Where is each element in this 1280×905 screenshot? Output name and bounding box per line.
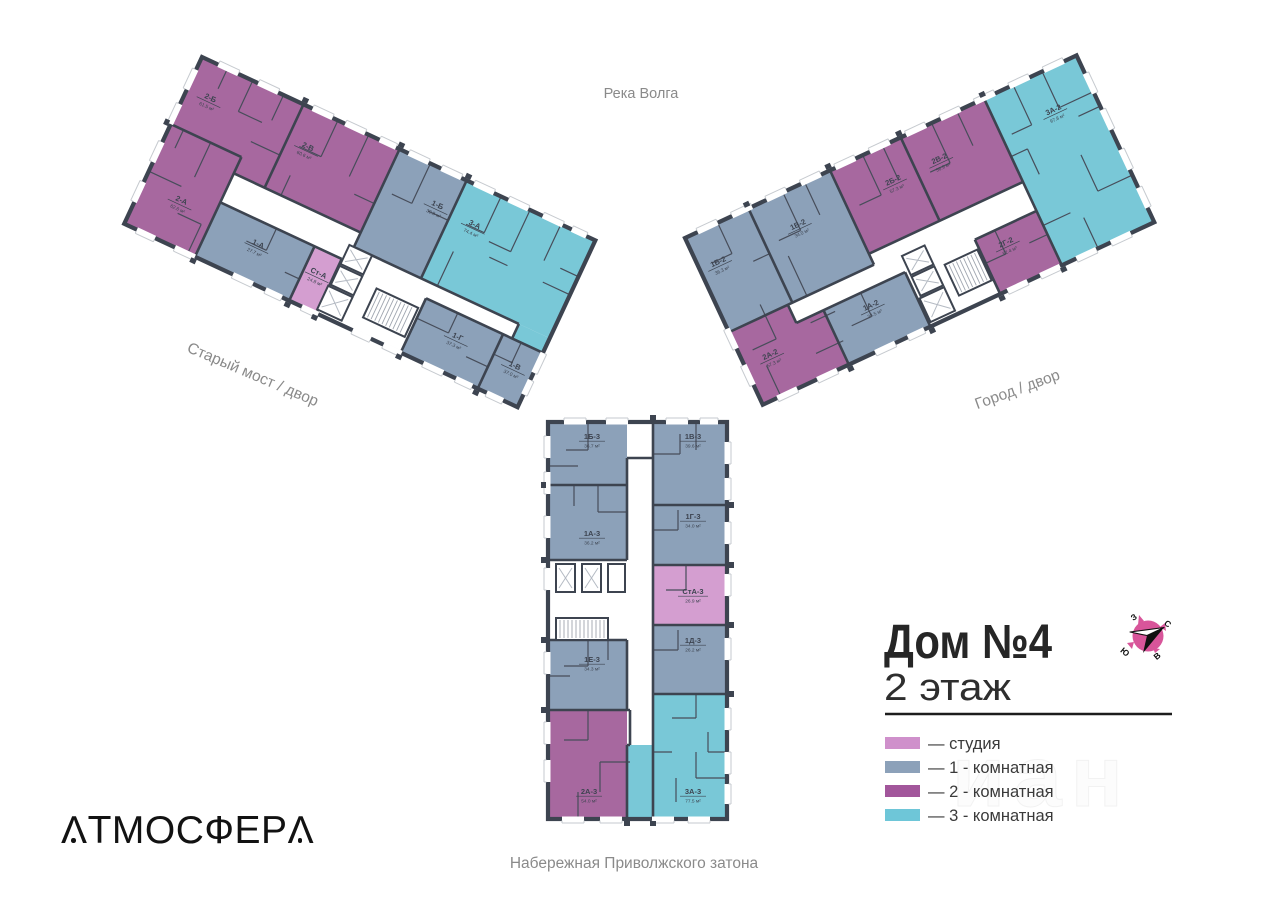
svg-text:— 2 - комнатная: — 2 - комнатная <box>928 783 1054 801</box>
svg-text:26.9 м²: 26.9 м² <box>685 599 701 605</box>
svg-text:1В-3: 1В-3 <box>685 432 701 441</box>
svg-text:26.2 м²: 26.2 м² <box>685 648 701 654</box>
svg-text:З: З <box>1129 612 1139 623</box>
svg-text:Ю: Ю <box>1118 645 1131 658</box>
svg-text:2 этаж: 2 этаж <box>884 667 1012 709</box>
svg-text:Набережная Приволжского затона: Набережная Приволжского затона <box>510 855 759 872</box>
svg-text:— студия: — студия <box>928 735 1001 753</box>
svg-text:1Д-3: 1Д-3 <box>685 636 701 645</box>
svg-text:36.7 м²: 36.7 м² <box>584 444 600 450</box>
svg-text:2А-3: 2А-3 <box>581 787 597 796</box>
svg-text:1Б-3: 1Б-3 <box>584 432 600 441</box>
svg-text:1Е-3: 1Е-3 <box>584 655 600 664</box>
svg-text:В: В <box>1151 650 1162 662</box>
svg-text:— 3 - комнатная: — 3 - комнатная <box>928 807 1054 825</box>
svg-text:Дом №4: Дом №4 <box>884 616 1052 669</box>
svg-text:34.3 м²: 34.3 м² <box>584 667 600 673</box>
svg-text:77.5 м²: 77.5 м² <box>685 799 701 805</box>
svg-text:39.6 м²: 39.6 м² <box>685 444 701 450</box>
svg-text:Старый мост / двор: Старый мост / двор <box>185 340 321 411</box>
svg-text:1Г-3: 1Г-3 <box>685 512 700 521</box>
svg-text:54.0 м²: 54.0 м² <box>581 799 597 805</box>
svg-text:СтА-3: СтА-3 <box>682 587 703 596</box>
svg-text:3А-3: 3А-3 <box>685 787 701 796</box>
svg-text:34.0 м²: 34.0 м² <box>685 524 701 530</box>
svg-text:иан: иан <box>952 729 1132 825</box>
svg-text:1А-3: 1А-3 <box>584 529 600 538</box>
svg-text:— 1 - комнатная: — 1 - комнатная <box>928 759 1054 777</box>
svg-text:С: С <box>1162 618 1173 630</box>
svg-text:Город / двор: Город / двор <box>973 367 1063 413</box>
svg-text:Река Волга: Река Волга <box>604 86 680 102</box>
svg-text:36.2 м²: 36.2 м² <box>584 541 600 547</box>
